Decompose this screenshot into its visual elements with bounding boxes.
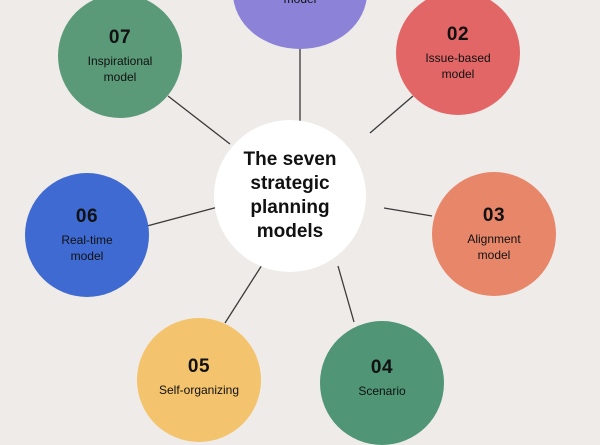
model-03-circle: 03 Alignment model [432, 172, 556, 296]
center-title-line-3: planning [250, 197, 330, 218]
model-03-label: Alignment model [467, 231, 520, 263]
model-05-circle: 05 Self-organizing [137, 318, 261, 442]
model-02-label: Issue-based model [425, 50, 490, 82]
model-07-label-line-2: model [103, 70, 137, 84]
model-04-circle: 04 Scenario [320, 321, 444, 445]
connector-07 [167, 95, 231, 145]
model-06-circle: 06 Real-time model [25, 173, 149, 297]
model-02-label-line-1: Issue-based [425, 51, 491, 65]
model-03-label-line-1: Alignment [467, 232, 521, 246]
connector-06 [146, 206, 219, 227]
center-title-line-4: models [256, 221, 324, 242]
model-02-number: 02 [446, 24, 470, 45]
model-04-label: Scenario [358, 383, 405, 399]
model-03-label-line-2: model [477, 248, 511, 262]
model-02-label-line-2: model [441, 67, 475, 81]
model-07-label-line-1: Inspirational [87, 54, 153, 68]
model-07-circle: 07 Inspirational model [58, 0, 182, 118]
center-title: The seven strategic planning models [244, 148, 337, 244]
connector-lines [146, 48, 433, 324]
model-05-label-line-1: Self-organizing [158, 383, 240, 397]
model-06-label: Real-time model [61, 232, 112, 264]
connector-02 [369, 95, 414, 134]
model-05-label: Self-organizing [159, 382, 239, 398]
model-06-number: 06 [75, 206, 99, 227]
connector-04 [337, 265, 355, 323]
model-06-label-line-1: Real-time [61, 233, 113, 247]
model-02-circle: 02 Issue-based model [396, 0, 520, 115]
model-01-label: model [233, 0, 367, 7]
model-04-number: 04 [370, 357, 394, 378]
strategic-planning-diagram: model 02 Issue-based model 03 Alignment … [25, 0, 556, 445]
connector-05 [224, 264, 263, 324]
model-04-label-line-1: Scenario [358, 384, 406, 398]
connector-03 [383, 207, 433, 217]
model-05-number: 05 [187, 356, 211, 377]
center-title-line-2: strategic [250, 173, 330, 194]
model-07-label: Inspirational model [88, 53, 153, 85]
center-title-circle: The seven strategic planning models [214, 120, 366, 272]
center-title-line-1: The seven [243, 149, 337, 170]
model-07-number: 07 [108, 27, 132, 48]
model-06-label-line-2: model [70, 249, 104, 263]
model-03-number: 03 [482, 205, 506, 226]
